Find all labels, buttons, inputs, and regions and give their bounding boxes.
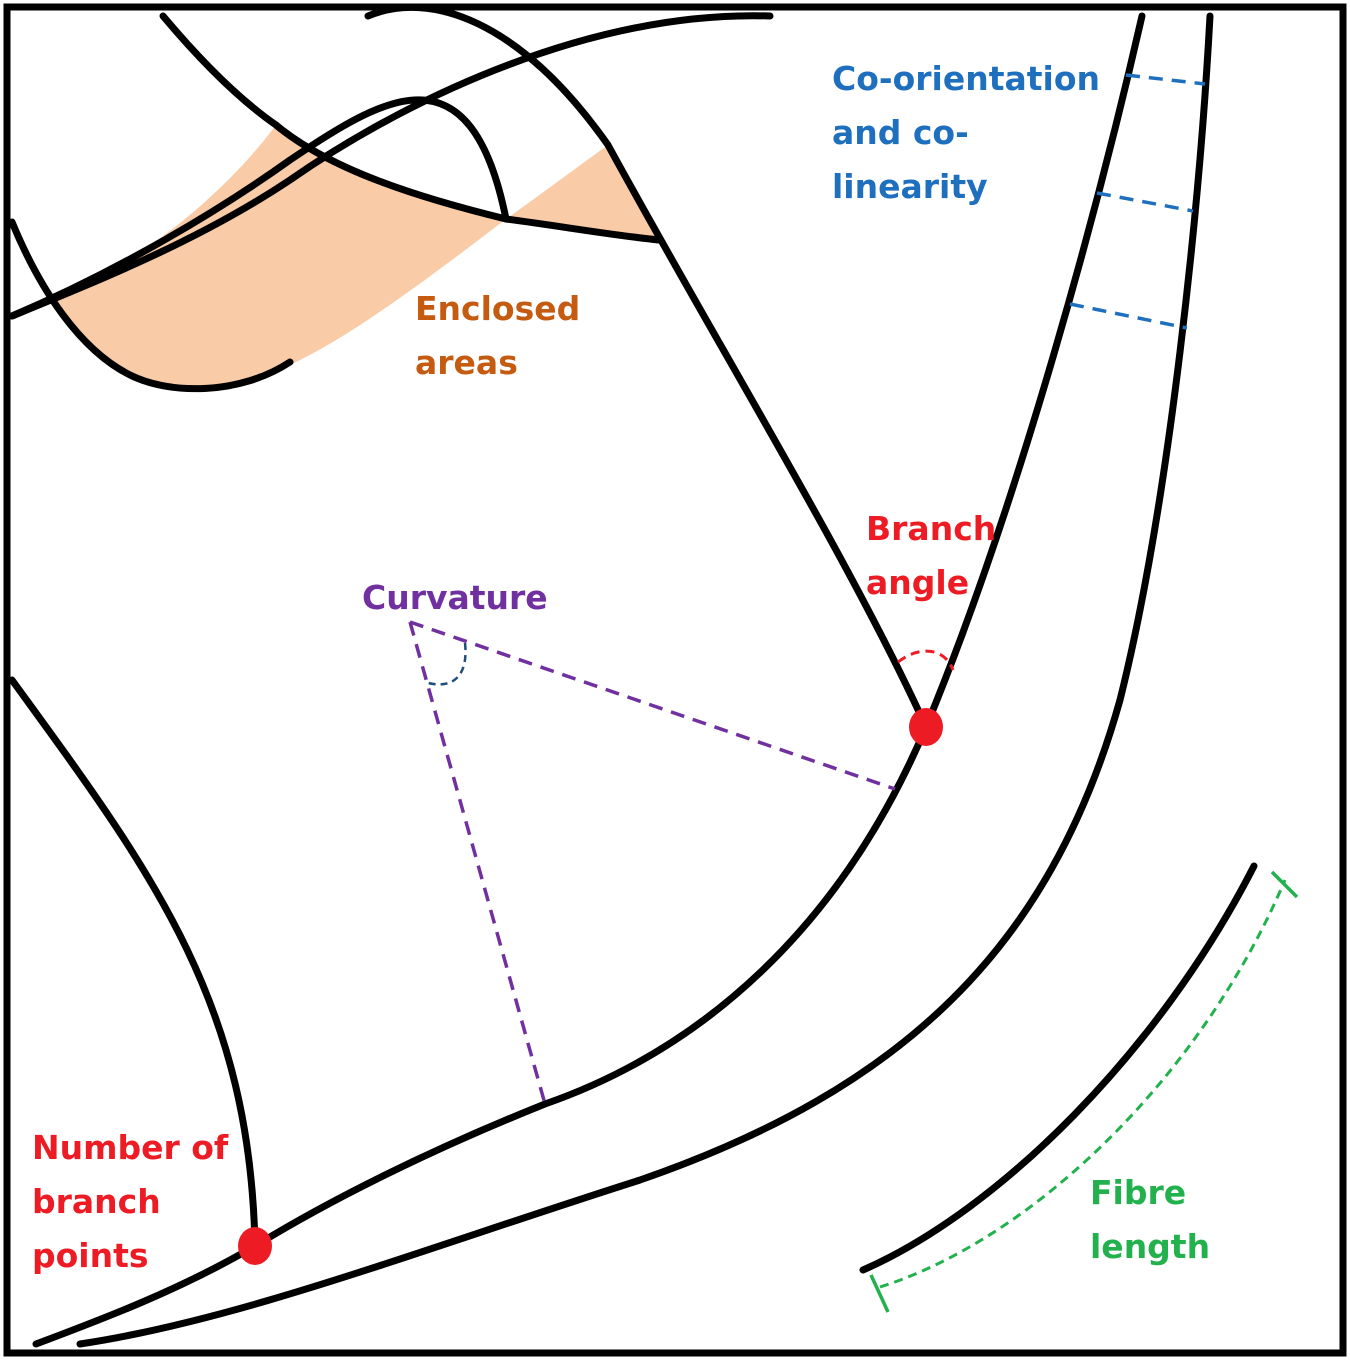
- branch-points-label-line: branch: [32, 1182, 161, 1221]
- co-orientation-line-2: [1096, 191, 1194, 213]
- fibre-length-label: Fibre length: [1090, 1166, 1210, 1274]
- fibre-length-end-cap-top: [1270, 870, 1299, 899]
- co-orientation-label-line: Co-orientation: [832, 59, 1101, 98]
- branch-angle-label-line: angle: [866, 563, 970, 602]
- co-orientation-label-line: linearity: [832, 167, 988, 206]
- fibre-length-end-cap-bottom: [869, 1274, 890, 1313]
- curvature-angle-arc: [427, 642, 467, 686]
- fibre-top-diagonal: [8, 96, 510, 320]
- fibre-length-label-line: length: [1090, 1227, 1211, 1266]
- enclosed-areas-label: Enclosed areas: [415, 282, 580, 390]
- branch-points-label-line: points: [32, 1236, 149, 1275]
- fibre-length-label-line: Fibre: [1090, 1173, 1187, 1212]
- branch-points-label-line: Number of: [32, 1128, 229, 1167]
- co-orientation-label: Co-orientation and co-linearity: [832, 52, 1100, 214]
- fibre-left-branch: [8, 676, 259, 1250]
- enclosed-area-left: [53, 125, 506, 386]
- co-orientation-line-1: [1125, 73, 1206, 86]
- curvature-label-line: Curvature: [362, 578, 548, 617]
- branch-point-upper: [909, 708, 943, 746]
- fibre-main-curve: [32, 12, 1146, 1348]
- branch-angle-label-line: Branch: [866, 509, 997, 548]
- curvature-radius-2: [408, 621, 547, 1105]
- curvature-label: Curvature: [362, 571, 548, 625]
- branch-points-label: Number of branch points: [32, 1121, 228, 1283]
- fibre-upper-diagonal: [8, 12, 774, 320]
- enclosed-areas-label-line: areas: [415, 343, 518, 382]
- fibre-top-arc: [159, 12, 663, 244]
- branch-point-lower: [238, 1227, 272, 1265]
- fibre-length-measure: [879, 879, 1287, 1289]
- enclosed-areas-label-line: Enclosed: [415, 289, 581, 328]
- branch-angle-arc: [897, 649, 955, 671]
- fibre-middle-diagonal: [364, 3, 930, 731]
- fibre-outer-curve: [76, 12, 1214, 1348]
- curvature-radius-1: [409, 620, 896, 791]
- diagram-frame: [3, 3, 1347, 1357]
- fibre-short-segment: [859, 862, 1258, 1274]
- fibre-left-loop: [8, 218, 294, 393]
- co-orientation-label-line: and co-: [832, 113, 969, 152]
- branch-angle-label: Branch angle: [866, 502, 996, 610]
- co-orientation-line-3: [1069, 302, 1188, 330]
